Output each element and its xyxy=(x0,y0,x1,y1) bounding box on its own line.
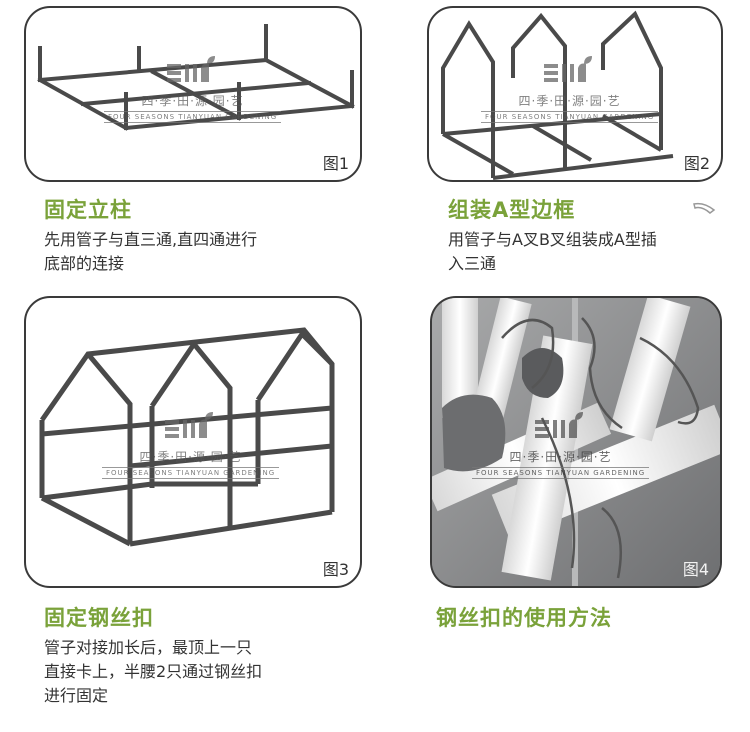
step-2-title: 组装A型边框 xyxy=(448,198,576,222)
step-4-title: 钢丝扣的使用方法 xyxy=(436,606,612,630)
step-1-desc-line: 底部的连接 xyxy=(44,254,125,273)
figure-2-panel: 四·季·田·源·园·艺 FOUR SEASONS TIANYUAN GARDEN… xyxy=(427,6,723,182)
step-3-desc: 管子对接加长后，最顶上一只 直接卡上，半腰2只通过钢丝扣 进行固定 xyxy=(44,636,262,708)
figure-label: 图4 xyxy=(682,560,709,579)
figure-3-panel: 四·季·田·源·园·艺 FOUR SEASONS TIANYUAN GARDEN… xyxy=(24,296,362,588)
step-1-desc-line: 先用管子与直三通,直四通进行 xyxy=(44,230,258,249)
step-2-desc: 用管子与A叉B叉组装成A型插 入三通 xyxy=(448,228,657,276)
step-3-desc-line: 进行固定 xyxy=(44,686,109,705)
greenhouse-frame-drawing xyxy=(39,327,335,547)
base-frame-drawing xyxy=(37,24,355,131)
figure-1-panel: 四·季·田·源·园·艺 FOUR SEASONS TIANYUAN GARDEN… xyxy=(24,6,362,182)
step-3-desc-line: 直接卡上，半腰2只通过钢丝扣 xyxy=(44,662,263,681)
figure-label: 图3 xyxy=(319,556,352,580)
step-1-desc: 先用管子与直三通,直四通进行 底部的连接 xyxy=(44,228,257,276)
step-2-desc-line: 用管子与A叉B叉组装成A型插 xyxy=(448,230,657,249)
step-2-desc-line: 入三通 xyxy=(448,254,497,273)
step-1-title: 固定立柱 xyxy=(44,198,132,222)
figure-label: 图1 xyxy=(319,150,352,174)
figure-4-panel: 四·季·田·源·园·艺 FOUR SEASONS TIANYUAN GARDEN… xyxy=(430,296,722,588)
a-frame-drawing xyxy=(441,10,674,180)
wire-clip-photo xyxy=(432,298,720,586)
step-3-title: 固定钢丝扣 xyxy=(44,606,154,630)
step-3-desc-line: 管子对接加长后，最顶上一只 xyxy=(44,638,253,657)
figure-label: 图2 xyxy=(680,150,713,174)
clip-icon xyxy=(693,202,716,214)
